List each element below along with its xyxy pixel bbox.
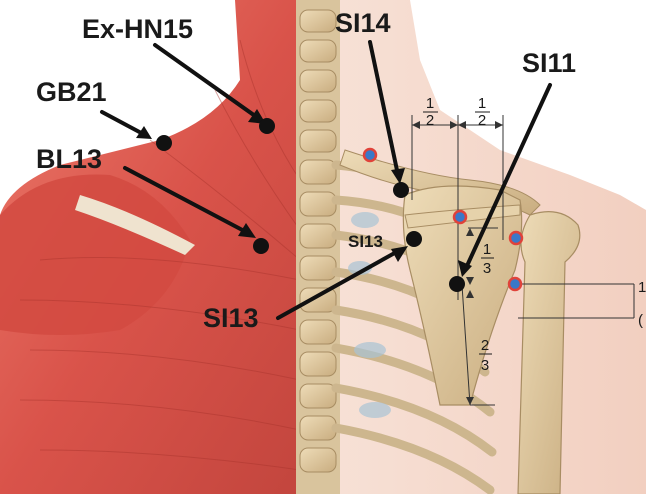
reference-point-3 xyxy=(510,232,522,244)
svg-text:1: 1 xyxy=(483,241,491,258)
acupoint-bl13 xyxy=(253,238,269,254)
svg-text:1: 1 xyxy=(478,95,486,112)
label-bl13: BL13 xyxy=(36,144,102,174)
svg-text:1: 1 xyxy=(426,95,434,112)
svg-text:3: 3 xyxy=(483,260,491,277)
spinal-column xyxy=(296,0,340,494)
edge-text-top: 1 xyxy=(638,279,646,296)
edge-text-bottom: ( xyxy=(638,312,643,329)
label-ex-hn15: Ex-HN15 xyxy=(82,14,193,44)
svg-text:3: 3 xyxy=(481,357,489,374)
pointer-gb21 xyxy=(102,112,145,135)
svg-text:2: 2 xyxy=(478,112,486,129)
reference-point-4 xyxy=(509,278,521,290)
label-gb21: GB21 xyxy=(36,77,107,107)
fraction-half-right: 1 2 xyxy=(475,95,490,129)
reference-point-2 xyxy=(454,211,466,223)
label-si14: SI14 xyxy=(335,8,391,38)
svg-text:2: 2 xyxy=(481,337,489,354)
acupoint-si14 xyxy=(393,182,409,198)
label-si13-small: SI13 xyxy=(348,232,383,251)
label-si13-large: SI13 xyxy=(203,303,259,333)
svg-text:2: 2 xyxy=(426,112,434,129)
reference-point-1 xyxy=(364,149,376,161)
acupoint-gb21 xyxy=(156,135,172,151)
acupoint-ex-hn15 xyxy=(259,118,275,134)
label-si11: SI11 xyxy=(522,48,576,78)
acupoint-si13 xyxy=(406,231,422,247)
acupoint-si11 xyxy=(449,276,465,292)
